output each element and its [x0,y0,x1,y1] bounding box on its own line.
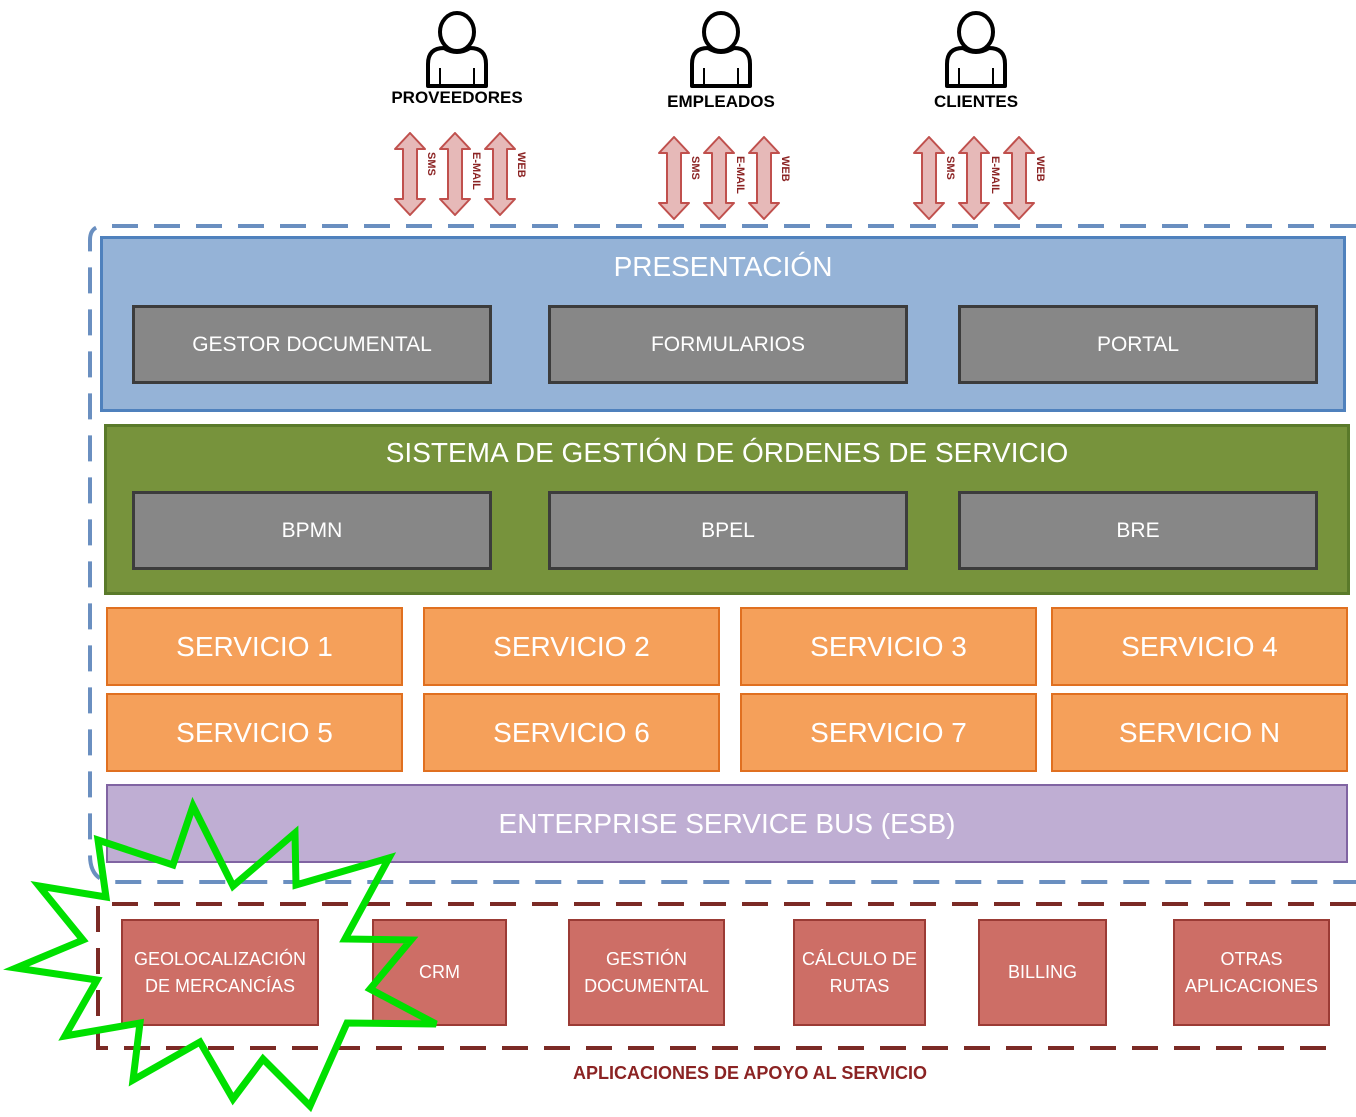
orders-item-bpmn[interactable]: BPMN [132,491,492,570]
double-arrow-icon [484,132,516,216]
support-apps-boundary [96,902,1356,1050]
double-arrow-icon [658,136,690,220]
double-arrow-icon [958,136,990,220]
channel-arrow: WEB [1002,136,1046,220]
app-billing[interactable]: BILLING [978,919,1107,1026]
app-calculo-de-rutas[interactable]: CÁLCULO DE RUTAS [793,919,926,1026]
channel-arrow: SMS [657,136,701,220]
channel-label: SMS [944,156,956,180]
presentation-item-formularios[interactable]: FORMULARIOS [548,305,908,384]
person-icon [690,11,752,88]
channel-label: SMS [689,156,701,180]
service-box[interactable]: SERVICIO N [1051,693,1348,772]
orders-title: SISTEMA DE GESTIÓN DE ÓRDENES DE SERVICI… [385,437,1069,468]
channel-arrow: E-MAIL [702,136,746,220]
service-box[interactable]: SERVICIO 2 [423,607,720,686]
channel-arrow: E-MAIL [438,132,482,216]
esb-title: ENTERPRISE SERVICE BUS (ESB) [498,807,956,839]
channel-label: E-MAIL [734,156,746,194]
actor: PROVEEDORES [382,8,532,118]
channel-label: E-MAIL [470,152,482,190]
service-box[interactable]: SERVICIO 4 [1051,607,1348,686]
esb-layer[interactable]: ENTERPRISE SERVICE BUS (ESB) [106,784,1348,863]
service-box[interactable]: SERVICIO 5 [106,693,403,772]
app-gestion-documental[interactable]: GESTIÓN DOCUMENTAL [568,919,725,1026]
service-box[interactable]: SERVICIO 3 [740,607,1037,686]
double-arrow-icon [439,132,471,216]
actor: EMPLEADOS [646,8,796,118]
app-crm[interactable]: CRM [372,919,507,1026]
channel-label: SMS [425,152,437,176]
channel-arrow: E-MAIL [957,136,1001,220]
support-apps-label: APLICACIONES DE APOYO AL SERVICIO [572,1063,928,1083]
presentation-item-portal[interactable]: PORTAL [958,305,1318,384]
orders-item-bpel[interactable]: BPEL [548,491,908,570]
service-box[interactable]: SERVICIO 1 [106,607,403,686]
app-geolocalizacion[interactable]: GEOLOCALIZACIÓN DE MERCANCÍAS [121,919,319,1026]
presentation-title: PRESENTACIÓN [613,251,833,282]
actor-label: PROVEEDORES [391,88,523,107]
channel-label: E-MAIL [989,156,1001,194]
channel-arrow: SMS [912,136,956,220]
service-box[interactable]: SERVICIO 7 [740,693,1037,772]
double-arrow-icon [1003,136,1035,220]
double-arrow-icon [394,132,426,216]
person-icon [426,11,488,88]
double-arrow-icon [703,136,735,220]
double-arrow-icon [748,136,780,220]
presentation-item-gestor-documental[interactable]: GESTOR DOCUMENTAL [132,305,492,384]
actor-label: EMPLEADOS [667,92,775,111]
service-box[interactable]: SERVICIO 6 [423,693,720,772]
double-arrow-icon [913,136,945,220]
channel-arrow: WEB [747,136,791,220]
channel-label: WEB [1034,156,1046,182]
person-icon [945,11,1007,88]
channel-arrow: WEB [483,132,527,216]
orders-item-bre[interactable]: BRE [958,491,1318,570]
channel-label: WEB [515,152,527,178]
actor-label: CLIENTES [933,92,1019,111]
app-otras-aplicaciones[interactable]: OTRAS APLICACIONES [1173,919,1330,1026]
channel-arrow: SMS [393,132,437,216]
channel-label: WEB [779,156,791,182]
actor: CLIENTES [901,8,1051,118]
